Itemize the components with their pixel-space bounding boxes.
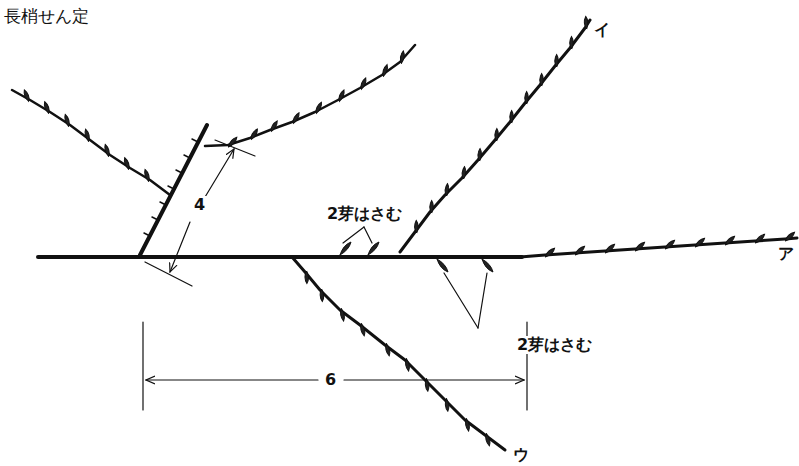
cane-label: ア: [776, 245, 796, 263]
main-cane: [38, 255, 522, 259]
pruning-note: 2芽はさむ: [325, 205, 404, 223]
dimension-value: 6: [323, 371, 338, 389]
dimension-value: 4: [192, 196, 207, 214]
cane-label: イ: [592, 21, 612, 39]
cane-i: [400, 20, 590, 252]
spur: [140, 125, 207, 255]
cane-u: [292, 257, 505, 450]
cane-upper: [205, 45, 415, 146]
cane-label: ウ: [511, 446, 531, 464]
cane-a: [520, 238, 797, 257]
cane-left: [12, 90, 170, 195]
pruning-note: 2芽はさむ: [515, 336, 594, 354]
diagram-title: 長梢せん定: [4, 8, 89, 25]
